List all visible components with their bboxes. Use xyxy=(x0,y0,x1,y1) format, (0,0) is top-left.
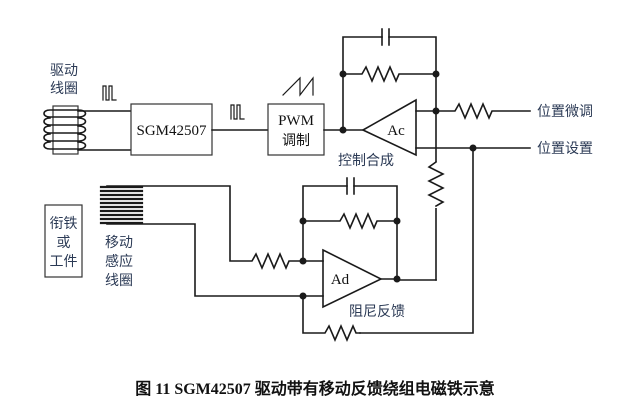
armature-label-1: 衔铁 xyxy=(50,216,78,232)
ad-feedback-resistor xyxy=(302,211,398,231)
amp-control-caption: 控制合成 xyxy=(338,153,394,169)
amp-control-triangle xyxy=(361,98,417,157)
fine-tune-resistor xyxy=(435,101,531,121)
ac-feedback-resistor xyxy=(342,64,437,84)
amp-control-label: Ac xyxy=(387,123,405,139)
ac-feedback-capacitor xyxy=(381,28,390,46)
position-fine-tune-label: 位置微调 xyxy=(537,104,593,120)
junction xyxy=(299,217,307,225)
pwm-box xyxy=(267,103,325,156)
junction xyxy=(339,70,347,78)
amp-damping-triangle xyxy=(322,248,383,309)
armature-box xyxy=(44,204,83,278)
drive-coil-label-1: 驱动 xyxy=(50,63,78,79)
driver-chip-label: SGM42507 xyxy=(136,123,207,139)
wire-position-feedback xyxy=(359,147,474,334)
driver-chip-box xyxy=(130,103,213,156)
amp-damping-caption: 阻尼反馈 xyxy=(349,304,405,320)
sense-coil-label-2: 感应 xyxy=(105,253,133,270)
sawtooth-waveform-icon xyxy=(282,76,314,97)
junction xyxy=(393,217,401,225)
pulse-waveform-icon xyxy=(230,104,245,120)
armature-label-3: 工件 xyxy=(50,254,78,270)
pulse-waveform-icon xyxy=(102,85,117,101)
sense-coil-label-3: 线圈 xyxy=(105,273,133,289)
junction xyxy=(432,70,440,78)
ad-feedback-capacitor xyxy=(346,177,355,195)
sense-coil xyxy=(99,185,144,225)
damping-output-resistor xyxy=(427,160,445,208)
drive-coil-core xyxy=(52,105,79,155)
pwm-label-1: PWM xyxy=(278,113,314,129)
position-setting-label: 位置设置 xyxy=(537,141,593,157)
ad-feedback-cap-wire xyxy=(302,185,398,280)
sense-coil-label-1: 移动 xyxy=(105,235,133,251)
sense-coil-top-wire-resistor xyxy=(106,185,304,271)
amp-damping-label: Ad xyxy=(331,272,350,288)
figure-caption: 图 11 SGM42507 驱动带有移动反馈绕组电磁铁示意 xyxy=(135,379,495,398)
sense-coil-bottom-wire xyxy=(106,223,304,297)
armature-label-2: 或 xyxy=(57,235,71,251)
pwm-label-2: 调制 xyxy=(282,133,310,149)
drive-coil-label-2: 线圈 xyxy=(50,81,78,97)
drive-coil xyxy=(43,105,87,155)
drive-coil-windings xyxy=(43,109,87,150)
bottom-feedback-resistor xyxy=(302,295,361,343)
